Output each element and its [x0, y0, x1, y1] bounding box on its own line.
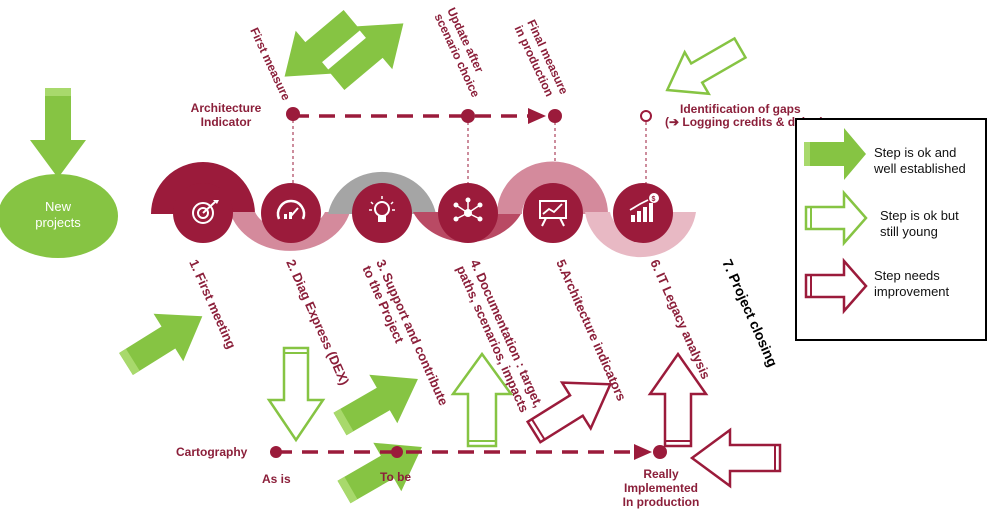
step-circles: $ — [173, 183, 673, 243]
really-implemented-dot — [653, 445, 667, 459]
first-measure-arrow — [284, 10, 361, 77]
first-meeting-arrow — [119, 313, 203, 376]
gauge-icon — [261, 183, 321, 243]
step-5-label: 5.Architecture indicators — [553, 257, 629, 403]
target-icon — [173, 183, 233, 243]
as-is-dot — [270, 446, 282, 458]
final-measure-label: Final measurein production — [512, 17, 572, 102]
tobe-arrow — [337, 442, 422, 504]
update-arrow — [327, 23, 404, 90]
gaps-arrow — [665, 36, 748, 96]
first-measure-label: First measure — [247, 25, 293, 103]
presentation-icon — [523, 183, 583, 243]
svg-text:$: $ — [652, 196, 656, 203]
architecture-line-arrowhead — [528, 108, 546, 124]
network-icon — [438, 183, 498, 243]
gaps-label: Identification of gaps(➔ Logging credits… — [665, 102, 824, 129]
new-projects-bubble — [0, 174, 118, 258]
to-be-dot — [391, 446, 403, 458]
indicators-arrow — [525, 381, 613, 444]
lightbulb-icon — [352, 183, 412, 243]
dex-arrow — [266, 346, 326, 443]
to-be-label: To be — [380, 470, 411, 484]
legend-outline-green-arrow — [804, 189, 868, 247]
update-label: Update afterscenario choice — [432, 5, 496, 99]
support-arrow — [333, 374, 418, 436]
final-measure-dot — [548, 109, 562, 123]
cartography-line-arrowhead — [634, 444, 652, 460]
legacy-arrow — [647, 351, 709, 448]
project-closing-label: 7. Project closing — [719, 257, 781, 369]
new-projects-arrow — [30, 88, 86, 178]
legend-solid-green-arrow — [804, 128, 866, 180]
growth-chart-icon: $ — [613, 183, 673, 243]
step-1-label: 1. First meeting — [186, 257, 239, 351]
first-measure-dot — [286, 107, 300, 121]
dotted-connectors — [292, 120, 647, 192]
as-is-label: As is — [262, 472, 291, 486]
legend-outline-maroon-arrow — [804, 257, 868, 315]
cartography-label: Cartography — [176, 445, 248, 459]
gaps-dot — [640, 110, 652, 122]
update-dot — [461, 109, 475, 123]
closing-arrow — [689, 427, 782, 489]
documentation-arrow — [450, 351, 514, 448]
